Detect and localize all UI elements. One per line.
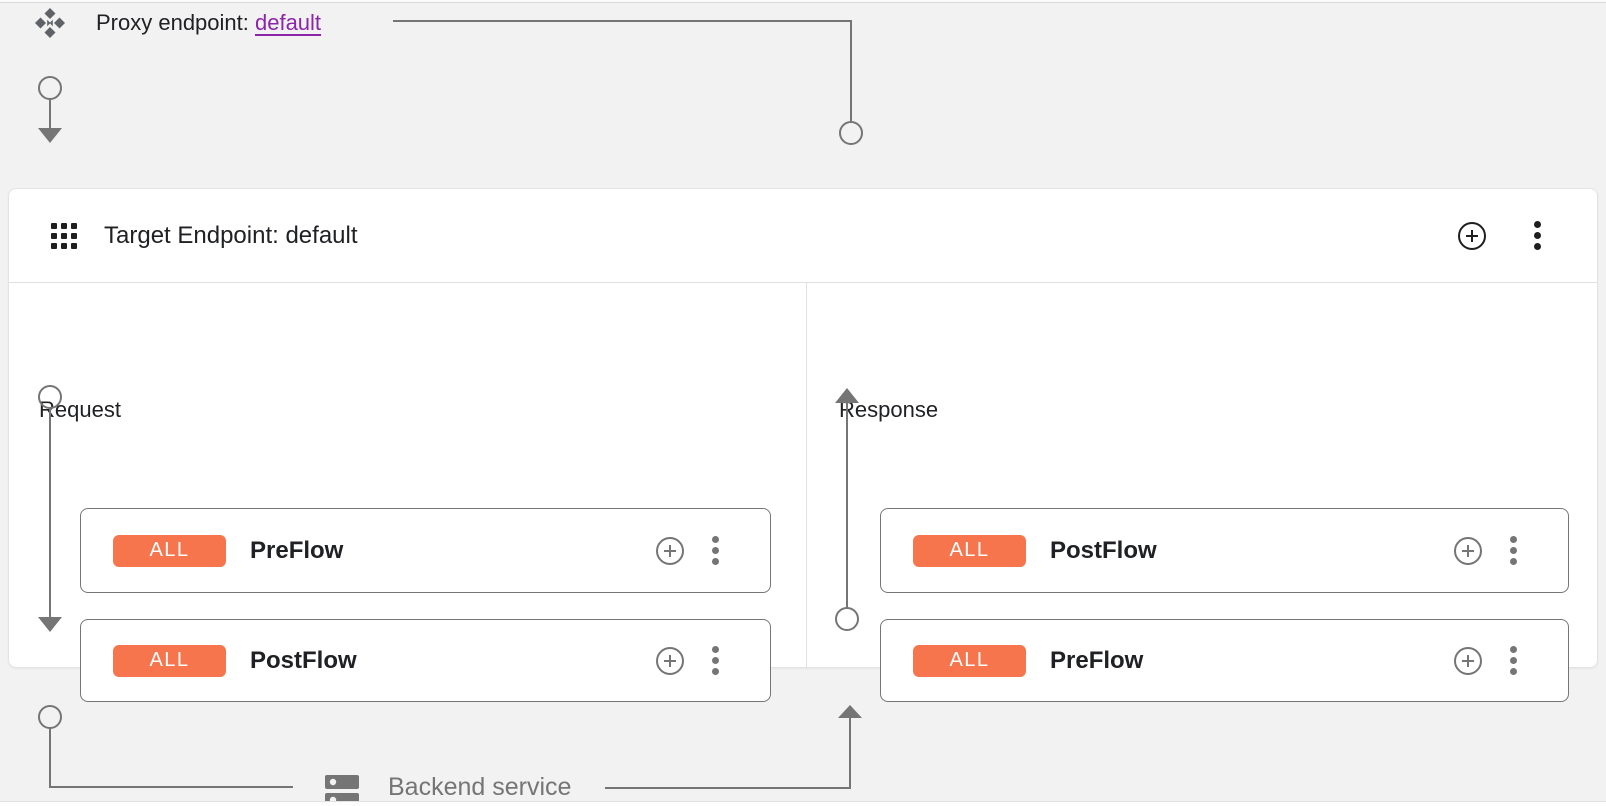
flow-add-button[interactable] — [655, 536, 685, 566]
proxy-endpoint-icon — [35, 8, 65, 38]
add-circle-icon — [656, 646, 684, 675]
apps-grid-icon — [51, 222, 77, 249]
panel-divider — [806, 283, 807, 668]
scope-badge: ALL — [913, 534, 1026, 567]
target-endpoint-card: Target Endpoint: default Request Respons… — [8, 188, 1598, 702]
request-panel-label: Request — [39, 397, 121, 422]
more-vert-icon — [1509, 536, 1518, 565]
flow-name: PreFlow — [250, 536, 344, 564]
request-postflow-box[interactable]: ALL PostFlow — [80, 619, 771, 702]
response-postflow-box[interactable]: ALL PostFlow — [880, 508, 1569, 593]
target-add-button[interactable] — [1457, 221, 1487, 251]
add-circle-icon — [656, 536, 684, 565]
connector-incoming-request — [38, 76, 62, 143]
connector-target-to-backend — [38, 705, 293, 788]
flow-menu-button[interactable] — [711, 646, 720, 675]
add-circle-icon — [1454, 646, 1482, 675]
more-vert-icon — [1533, 221, 1542, 250]
flow-add-button[interactable] — [1453, 536, 1483, 566]
flow-menu-button[interactable] — [1509, 646, 1518, 675]
target-endpoint-header: Target Endpoint: default — [9, 189, 1597, 283]
scope-badge: ALL — [113, 534, 226, 567]
more-vert-icon — [1509, 646, 1518, 675]
connector-proxy-to-target — [393, 20, 863, 145]
more-vert-icon — [711, 536, 720, 565]
flow-name: PostFlow — [250, 646, 357, 674]
target-endpoint-title: Target Endpoint: default — [104, 221, 358, 249]
target-menu-button[interactable] — [1533, 221, 1542, 250]
response-panel-label: Response — [839, 397, 939, 422]
backend-service-label: Backend service — [388, 773, 572, 801]
top-edge-divider — [0, 0, 1606, 3]
add-circle-icon — [1454, 536, 1482, 565]
flow-add-button[interactable] — [1453, 646, 1483, 676]
flow-name: PreFlow — [1050, 646, 1144, 674]
request-preflow-box[interactable]: ALL PreFlow — [80, 508, 771, 593]
connector-backend-to-response — [605, 705, 862, 789]
proxy-endpoint-row: Proxy endpoint: default — [34, 7, 321, 39]
scope-badge: ALL — [113, 644, 226, 677]
flow-name: PostFlow — [1050, 536, 1157, 564]
flow-menu-button[interactable] — [711, 536, 720, 565]
flow-add-button[interactable] — [655, 646, 685, 676]
more-vert-icon — [711, 646, 720, 675]
add-circle-icon — [1458, 221, 1486, 250]
scope-badge: ALL — [913, 644, 1026, 677]
bottom-edge-strip — [0, 801, 1606, 806]
response-preflow-box[interactable]: ALL PreFlow — [880, 619, 1569, 702]
flow-menu-button[interactable] — [1509, 536, 1518, 565]
target-endpoint-body: Request Response ALL PreFlow ALL PostFlo… — [9, 283, 1597, 702]
proxy-endpoint-link[interactable]: default — [254, 10, 322, 35]
proxy-endpoint-label: Proxy endpoint: — [96, 10, 255, 35]
